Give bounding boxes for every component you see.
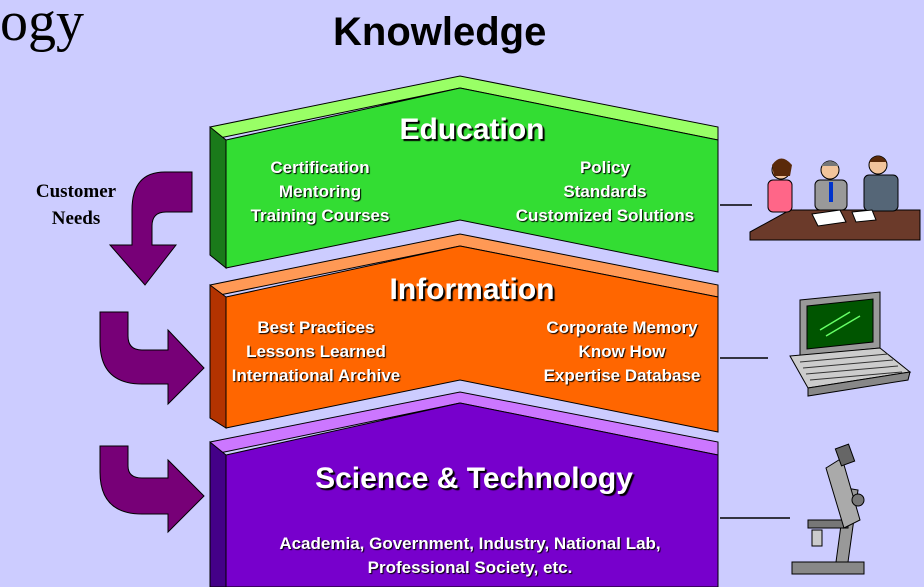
information-block — [209, 233, 719, 433]
science-title: Science & Technology — [315, 462, 633, 495]
list-item: Policy — [579, 158, 631, 177]
science-body: Academia, Government, Industry, National… — [236, 532, 704, 580]
list-item: Certification — [270, 158, 370, 177]
list-item: Expertise Database — [543, 366, 701, 385]
science-block — [209, 391, 719, 587]
list-item: International Archive — [231, 366, 401, 385]
education-right-list: Policy Standards Customized Solutions — [498, 156, 712, 228]
list-item: Standards — [563, 182, 647, 201]
information-title: Information — [389, 273, 555, 306]
list-item: Customized Solutions — [515, 206, 695, 225]
education-block — [209, 75, 719, 273]
page-title: Knowledge — [333, 10, 547, 54]
list-item: Lessons Learned — [246, 342, 386, 361]
list-item: Know How — [578, 342, 666, 361]
information-arrow — [99, 311, 205, 406]
customer-needs-line2: Needs — [51, 208, 101, 229]
list-item: Training Courses — [250, 206, 390, 225]
customer-needs-arrow — [108, 171, 193, 286]
information-left-list: Best Practices Lessons Learned Internati… — [214, 316, 418, 388]
people-meeting-icon — [749, 155, 921, 241]
list-item: Corporate Memory — [546, 318, 698, 337]
education-title: Education — [399, 113, 545, 146]
customer-needs-label: Customer Needs — [6, 178, 146, 232]
information-right-list: Corporate Memory Know How Expertise Data… — [526, 316, 718, 388]
education-left-list: Certification Mentoring Training Courses — [226, 156, 414, 228]
partial-title: ogy — [0, 0, 84, 53]
science-arrow — [99, 445, 205, 534]
list-item: Mentoring — [278, 182, 362, 201]
customer-needs-line1: Customer — [35, 181, 117, 202]
list-item: Professional Society, etc. — [367, 558, 573, 577]
laptop-computer-icon — [789, 291, 912, 397]
list-item: Best Practices — [257, 318, 375, 337]
list-item: Academia, Government, Industry, National… — [279, 534, 661, 553]
microscope-icon — [791, 443, 865, 575]
